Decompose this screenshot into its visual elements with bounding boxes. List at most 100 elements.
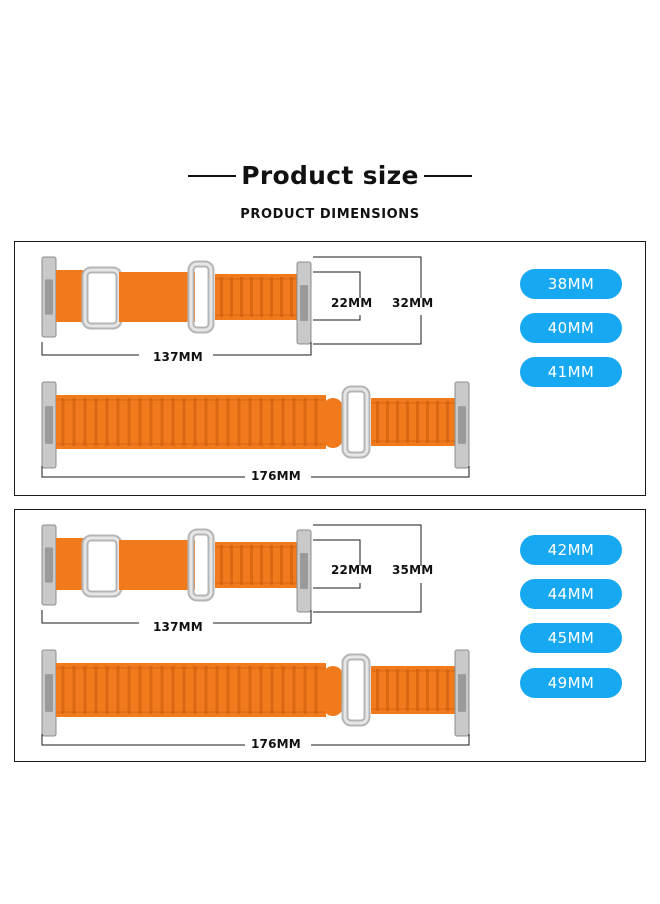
dimension-line [313, 583, 422, 613]
band-rib [303, 398, 307, 446]
dimension-line [311, 466, 470, 478]
band-rib [171, 666, 175, 714]
band-rib [226, 398, 230, 446]
band-rib [376, 669, 379, 711]
band-rib [220, 277, 223, 317]
titanium-hook [81, 266, 123, 330]
band-rib [72, 398, 76, 446]
band-rib [270, 398, 274, 446]
band-rib [426, 401, 429, 443]
band-rib [116, 666, 120, 714]
band-rib [193, 666, 197, 714]
lug-pin [45, 279, 53, 315]
band-rib [182, 666, 186, 714]
size-pill: 44MM [520, 579, 622, 609]
band-rib [116, 398, 120, 446]
dimension-line [41, 466, 245, 478]
band-rib [426, 669, 429, 711]
band-segment [371, 398, 455, 446]
size-panel-large: 137MM 176MM 22MM 35MM 42MM 44MM 45MM 49M… [14, 509, 646, 762]
dimension-line [311, 734, 470, 746]
lug-pin [45, 547, 53, 583]
band-segment [215, 542, 297, 588]
band-rib [105, 398, 109, 446]
band-rib [281, 666, 285, 714]
band-segment [56, 395, 326, 449]
titanium-hook-highlight [83, 536, 121, 596]
band-rib [193, 398, 197, 446]
size-pill: 40MM [520, 313, 622, 343]
dimension-line [313, 524, 422, 566]
band-rib [314, 666, 318, 714]
dimension-line [313, 315, 422, 345]
band-rib [376, 401, 379, 443]
dimension-line [313, 539, 361, 566]
band-rib [260, 277, 263, 317]
band-rib [149, 398, 153, 446]
dimension-line [41, 734, 245, 746]
band-rib [215, 666, 219, 714]
band-rib [314, 398, 318, 446]
band-rib [281, 398, 285, 446]
heading-block: Product size [0, 156, 660, 196]
titanium-hook [187, 260, 215, 334]
band-rib [292, 666, 296, 714]
size-pill: 41MM [520, 357, 622, 387]
band-rib [406, 669, 409, 711]
band-rib [248, 666, 252, 714]
dimension-line [313, 315, 361, 321]
band-rib [290, 277, 293, 317]
band-segment [56, 270, 86, 322]
titanium-hook [187, 528, 215, 602]
band-rib [204, 398, 208, 446]
band-rib [160, 398, 164, 446]
band-loop [119, 272, 195, 322]
band-rib [270, 277, 273, 317]
band-rib [259, 666, 263, 714]
band-segment [56, 538, 86, 590]
band-rib [127, 666, 131, 714]
band-rib [406, 401, 409, 443]
band-rib [182, 398, 186, 446]
band-width-label: 22MM [331, 563, 373, 577]
titanium-hook [81, 534, 123, 598]
band-rib [248, 398, 252, 446]
band-rib [386, 669, 389, 711]
band-segment [215, 274, 297, 320]
band-rib [149, 666, 153, 714]
band-rib [396, 401, 399, 443]
band-rib [230, 545, 233, 585]
heading-rule-left [188, 175, 236, 177]
band-rib [240, 545, 243, 585]
dimension-line [313, 256, 422, 298]
titanium-hook-highlight [83, 268, 121, 328]
strap-illustration [41, 524, 470, 746]
lug-pin [45, 406, 53, 444]
size-pill: 49MM [520, 668, 622, 698]
lug-pin [300, 284, 308, 322]
band-rib [436, 401, 439, 443]
band-rib [446, 401, 449, 443]
page-subtitle: PRODUCT DIMENSIONS [240, 207, 420, 222]
band-rib [270, 545, 273, 585]
band-rib [240, 277, 243, 317]
band-rib [259, 398, 263, 446]
case-size-label: 32MM [392, 296, 434, 310]
dimension-line [41, 610, 139, 624]
band-segment [371, 666, 455, 714]
band-rib [237, 666, 241, 714]
heading-rule-right [424, 175, 472, 177]
lug-pin [458, 406, 466, 444]
band-rib [416, 669, 419, 711]
lug-pin [45, 674, 53, 712]
band-rib [83, 398, 87, 446]
band-rib [290, 545, 293, 585]
band-rib [250, 545, 253, 585]
band-rib [220, 545, 223, 585]
band-rib [280, 545, 283, 585]
size-pill: 45MM [520, 623, 622, 653]
band-rib [127, 398, 131, 446]
dimension-line [313, 583, 361, 589]
band-rib [303, 666, 307, 714]
band-rib [250, 277, 253, 317]
